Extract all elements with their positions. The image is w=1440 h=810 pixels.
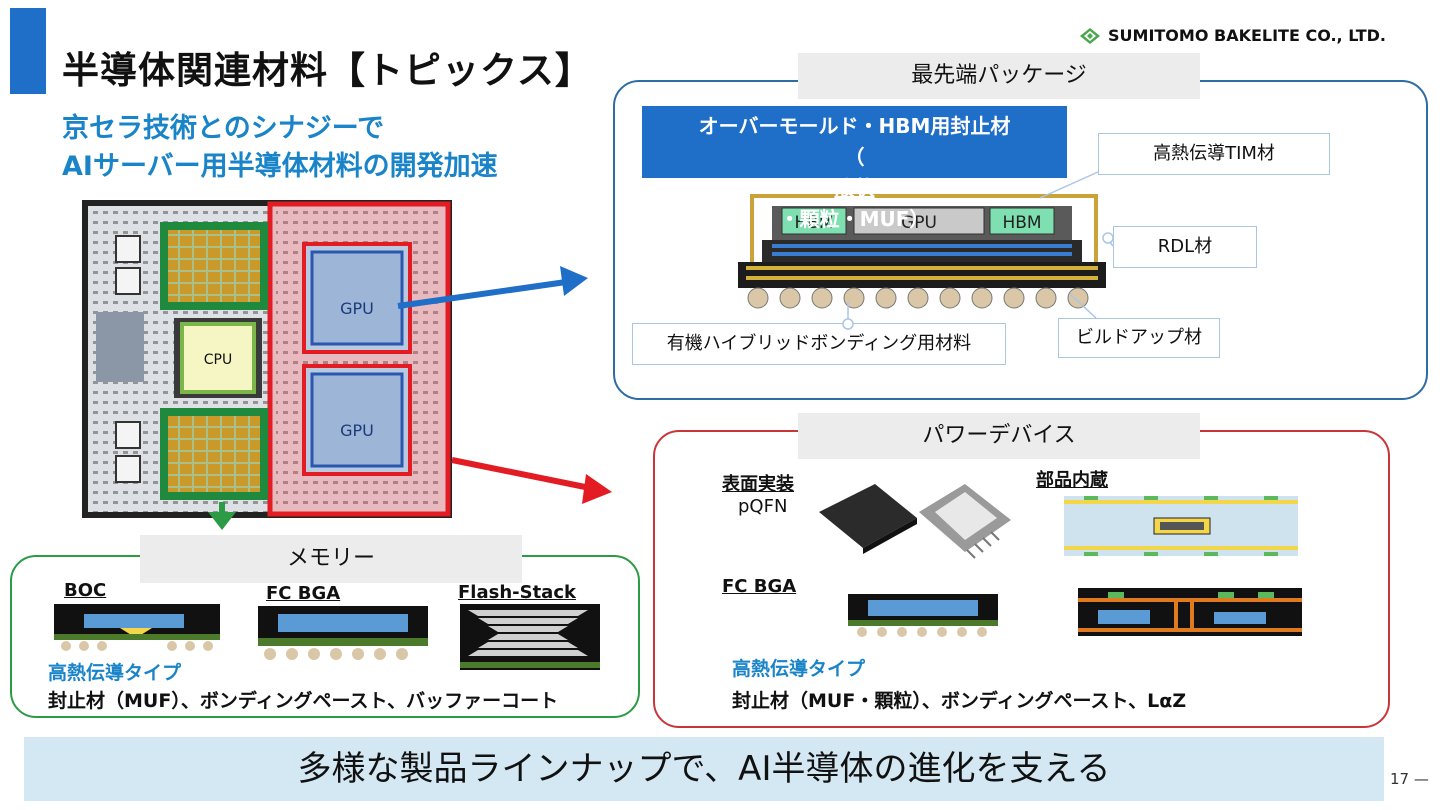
ai-server-chip-diagram: CPU GPU GPU: [82, 200, 452, 518]
company-logo: SUMITOMO BAKELITE CO., LTD.: [1080, 26, 1386, 45]
pqfn-label: pQFN: [738, 496, 788, 517]
power-fcbga-label: FC BGA: [722, 576, 797, 597]
power-materials-list: 封止材（MUF・顆粒）、ボンディングペースト、LαZ: [732, 690, 1187, 712]
gpu-label-bottom: GPU: [340, 421, 374, 440]
pqfn-package-image: [819, 484, 1011, 559]
overmold-line-2-suffix: ・顆粒・MUF）: [779, 207, 930, 231]
embedded-component-label: 部品内蔵: [1036, 470, 1108, 491]
memory-materials-list: 封止材（MUF）、ボンディングペースト、バッファーコート: [48, 690, 559, 712]
callout-high-thermal-tim: 高熱伝導TIM材: [1098, 133, 1330, 175]
embedded-component-image: [1064, 496, 1298, 556]
cpu-label: CPU: [204, 352, 232, 368]
page-subtitle: 京セラ技術とのシナジーで AIサーバー用半導体材料の開発加速: [62, 110, 498, 186]
power-module-cross-section-image: [1078, 588, 1302, 636]
overmold-line-1: オーバーモールド・HBM用封止材: [698, 114, 1011, 138]
company-mark-icon: [1080, 27, 1100, 44]
advanced-package-heading: 最先端パッケージ: [798, 53, 1200, 99]
overmold-line-2: （ 液状・顆粒・MUF）: [642, 142, 1067, 235]
title-accent-bar: [10, 8, 46, 94]
power-fcbga-image: [848, 594, 998, 637]
flash-stack-label: Flash-Stack: [458, 582, 576, 603]
callout-rdl-material: RDL材: [1113, 226, 1257, 268]
power-heat-type: 高熱伝導タイプ: [732, 658, 866, 680]
subtitle-line-1: 京セラ技術とのシナジーで: [62, 113, 385, 144]
callout-hybrid-bonding: 有機ハイブリッドボンディング用材料: [632, 323, 1006, 365]
boc-label: BOC: [64, 580, 107, 601]
gpu-package-label: GPU: [901, 213, 937, 233]
memory-heat-type: 高熱伝導タイプ: [48, 662, 182, 684]
gpu-label-top: GPU: [340, 299, 374, 318]
subtitle-line-2: AIサーバー用半導体材料の開発加速: [62, 151, 498, 182]
power-device-heading: パワーデバイス: [798, 413, 1200, 459]
boc-package-image: [54, 604, 220, 651]
hbm-right-label: HBM: [1002, 213, 1041, 233]
memory-fcbga-image: [258, 606, 428, 660]
package-cross-section-image: HBM GPU HBM: [738, 194, 1106, 309]
memory-heading: メモリー: [140, 535, 522, 583]
arrow-to-power: [451, 457, 612, 504]
flash-stack-image: [460, 604, 600, 670]
page-title: 半導体関連材料【トピックス】: [62, 49, 593, 92]
overmold-hbm-encapsulant-box: オーバーモールド・HBM用封止材 （ 液状・顆粒・MUF）: [642, 106, 1067, 231]
page-number: 17 —: [1390, 770, 1429, 788]
footer-band: [24, 737, 1384, 801]
hbm-left-label: HBM: [794, 213, 833, 233]
callout-buildup-material: ビルドアップ材: [1058, 318, 1220, 358]
overmold-line-2-liquid: 液状: [834, 176, 875, 200]
footer-tagline: 多様な製品ラインナップで、AI半導体の進化を支える: [297, 749, 1111, 789]
overmold-line-2-prefix: （: [844, 145, 865, 169]
surface-mount-label: 表面実装: [722, 474, 794, 495]
memory-fcbga-label: FC BGA: [266, 583, 341, 604]
company-name: SUMITOMO BAKELITE CO., LTD.: [1108, 26, 1387, 45]
